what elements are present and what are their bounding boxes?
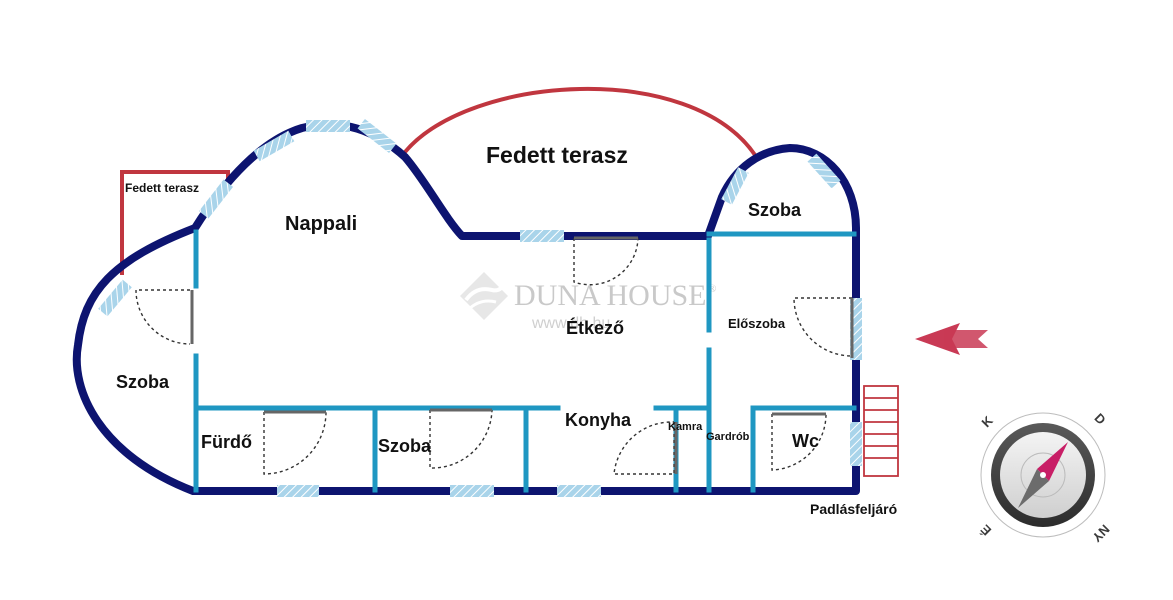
watermark-registered: ®	[708, 283, 716, 295]
watermark-brand: DUNA HOUSE	[514, 279, 707, 312]
label-nappali: Nappali	[285, 213, 357, 235]
label-etkezo: Étkező	[566, 317, 624, 338]
label-wc: Wc	[792, 431, 819, 451]
compass-needle-north	[1037, 442, 1068, 481]
main-terrace-outline	[403, 86, 757, 157]
watermark-url: www.dh.hu	[531, 315, 610, 332]
duna-house-logo-icon	[460, 272, 508, 320]
compass-letter-north: É	[977, 522, 994, 539]
doors	[135, 237, 853, 475]
label-padlasfeljaro: Padlásfeljáró	[810, 501, 897, 517]
label-fedett-terasz: Fedett terasz	[486, 142, 628, 168]
compass-letter-south: D	[1092, 410, 1109, 427]
label-eloszoba: Előszoba	[728, 316, 786, 331]
attic-stairs	[863, 385, 899, 477]
label-szoba-bottom: Szoba	[378, 436, 432, 456]
label-konyha: Konyha	[565, 410, 632, 430]
door-leaves	[190, 236, 854, 474]
label-szoba-top-right: Szoba	[748, 200, 802, 220]
compass-letter-west: NY	[1089, 522, 1113, 546]
watermark: DUNA HOUSE ® www.dh.hu	[460, 272, 716, 332]
compass-needle-south	[1018, 469, 1049, 508]
windows	[98, 118, 862, 497]
compass-letter-east: K	[979, 413, 997, 431]
entrance-arrow-icon	[915, 323, 988, 355]
interior-walls	[193, 229, 857, 493]
label-fedett-terasz-small: Fedett terasz	[125, 181, 199, 195]
compass-icon	[980, 412, 1106, 538]
label-kamra: Kamra	[668, 421, 703, 433]
label-szoba-left: Szoba	[116, 372, 170, 392]
label-gardrob: Gardrób	[706, 431, 750, 443]
label-furdo: Fürdő	[201, 432, 252, 452]
